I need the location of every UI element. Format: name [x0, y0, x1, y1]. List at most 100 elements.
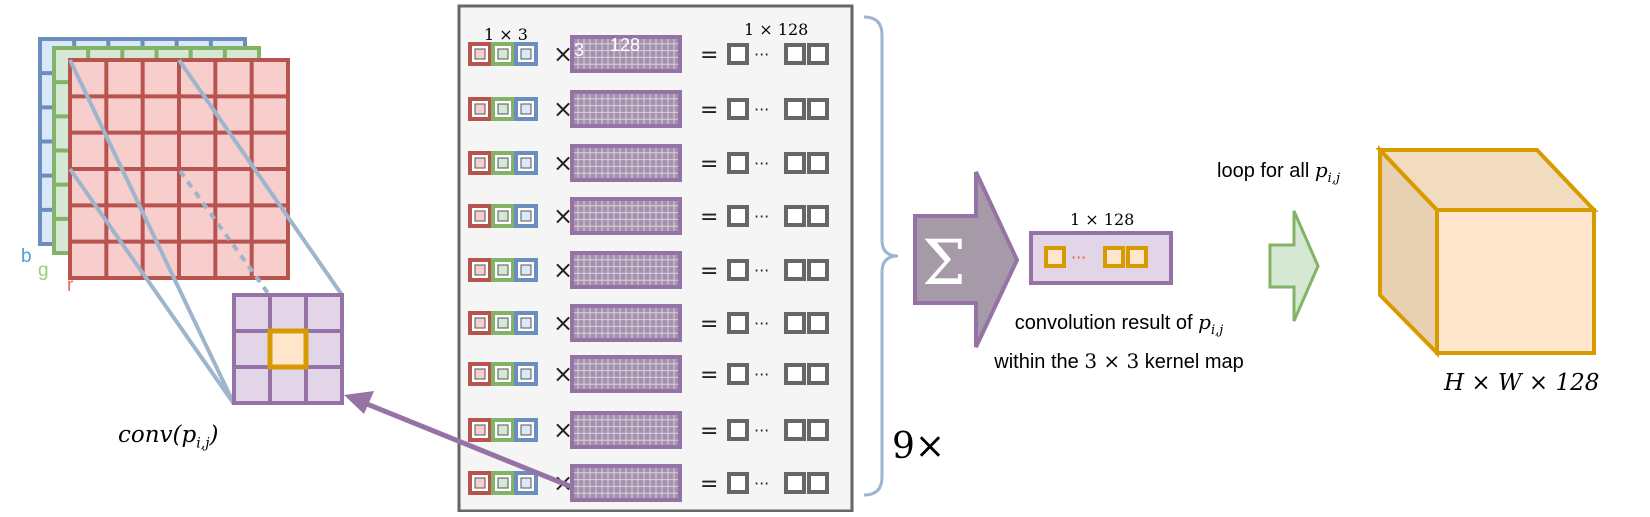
pixel-cell-inner [497, 210, 509, 222]
matrix-row: × = ··· [468, 90, 829, 128]
pixel-cell-inner [497, 264, 509, 276]
output-dots: ··· [754, 100, 769, 119]
output-cell [784, 205, 806, 227]
result-caption-line2: within the 3 × 3 kernel map [960, 346, 1278, 377]
pixel-cell-inner [520, 210, 532, 222]
output-volume-label: H × W × 128 [1444, 370, 1600, 396]
projection-line [68, 167, 236, 406]
times-symbol: × [553, 202, 573, 230]
result-caption-line1: convolution result of pi,j [960, 307, 1278, 346]
pixel-cell-inner [474, 317, 486, 329]
output-dots: ··· [754, 421, 769, 440]
equals-symbol: = [700, 363, 718, 388]
kernel-center-cell [267, 328, 309, 370]
pixel-cell-inner [520, 103, 532, 115]
conv-name: conv [118, 422, 173, 448]
conv-label: conv(pi,j) [118, 422, 219, 452]
times-symbol: × [553, 149, 573, 177]
output-cell [807, 205, 829, 227]
output-dots: ··· [754, 45, 769, 64]
channel-g-label: g [38, 260, 49, 281]
pixel-cell-inner [474, 48, 486, 60]
output-cell [784, 152, 806, 174]
conv-p-sub: i,j [196, 435, 210, 452]
output-cell [727, 259, 749, 281]
pixel-cell-inner [474, 264, 486, 276]
result-caption: convolution result of pi,j within the 3 … [960, 307, 1278, 377]
output-dots: ··· [754, 365, 769, 384]
matrix-row: ×=··· [468, 411, 829, 449]
channel-b-label: b [21, 246, 32, 267]
output-cell [784, 43, 806, 65]
loop-prefix: loop for all [1217, 160, 1315, 182]
brace-icon [863, 15, 899, 497]
pixel-cell-inner [474, 103, 486, 115]
times-symbol: × [553, 360, 573, 388]
caption1-p: p [1198, 310, 1211, 334]
output-cell [784, 98, 806, 120]
caption2-prefix: within the [994, 351, 1085, 373]
caption1-p-sub: i,j [1210, 323, 1224, 338]
output-cell [784, 419, 806, 441]
repeat-label: 9× [892, 426, 946, 467]
pixel-cell-inner [497, 48, 509, 60]
output-cell [727, 205, 749, 227]
weight-dim-3-label: 3 [574, 40, 585, 60]
result-cell [1044, 246, 1066, 268]
next-arrow-icon [1268, 210, 1320, 322]
matrix-row: × = ··· [468, 355, 829, 393]
equals-symbol: = [700, 43, 718, 68]
times-symbol: × [553, 309, 573, 337]
matrix-row: ×=··· [468, 144, 829, 182]
times-symbol: × [553, 256, 573, 284]
times-symbol: × [553, 40, 573, 68]
pixel-cell-inner [520, 424, 532, 436]
matrix-row: × = ··· [468, 35, 829, 73]
cube-front-face [1435, 208, 1596, 355]
pixel-cell-inner [497, 368, 509, 380]
matrix-row: ×=··· [468, 464, 829, 502]
result-cell [1103, 246, 1125, 268]
projection-line [177, 58, 344, 297]
sigma-symbol: Σ [922, 226, 966, 299]
output-cell [807, 43, 829, 65]
kernel-arrow-line [361, 399, 573, 490]
channel-r-label: r [67, 275, 74, 296]
pixel-cell-inner [520, 477, 532, 489]
output-cell [727, 363, 749, 385]
pixel-cell-inner [520, 48, 532, 60]
times-symbol: × [553, 95, 573, 123]
equals-symbol: = [700, 98, 718, 123]
pixel-cell-inner [474, 157, 486, 169]
output-cell [784, 312, 806, 334]
equals-symbol: = [700, 419, 718, 444]
loop-label: loop for all pi,j [1217, 158, 1340, 186]
pixel-cell-inner [474, 424, 486, 436]
caption2-suffix: kernel map [1139, 351, 1244, 373]
result-dim-label: 1 × 128 [1070, 210, 1135, 229]
output-dots: ··· [754, 314, 769, 333]
matrix-row: × = ··· [468, 251, 829, 289]
caption1-prefix: convolution result of [1014, 312, 1199, 334]
pixel-cell-inner [474, 368, 486, 380]
pixel-cell-inner [474, 477, 486, 489]
equals-symbol: = [700, 259, 718, 284]
weight-dim-128-label: 128 [610, 35, 641, 55]
matrix-row: ×=··· [468, 197, 829, 235]
equals-symbol: = [700, 205, 718, 230]
kernel-arrow-head [344, 391, 374, 414]
output-cell [727, 43, 749, 65]
result-cell [1126, 246, 1148, 268]
output-cell [784, 259, 806, 281]
output-cell [807, 472, 829, 494]
dim-1x3-label: 1 × 3 [484, 25, 528, 44]
output-cell [784, 363, 806, 385]
pixel-cell-inner [474, 210, 486, 222]
equals-symbol: = [700, 472, 718, 497]
output-cell [807, 419, 829, 441]
pixel-cell-inner [520, 317, 532, 329]
output-dots: ··· [754, 261, 769, 280]
output-cell [807, 363, 829, 385]
